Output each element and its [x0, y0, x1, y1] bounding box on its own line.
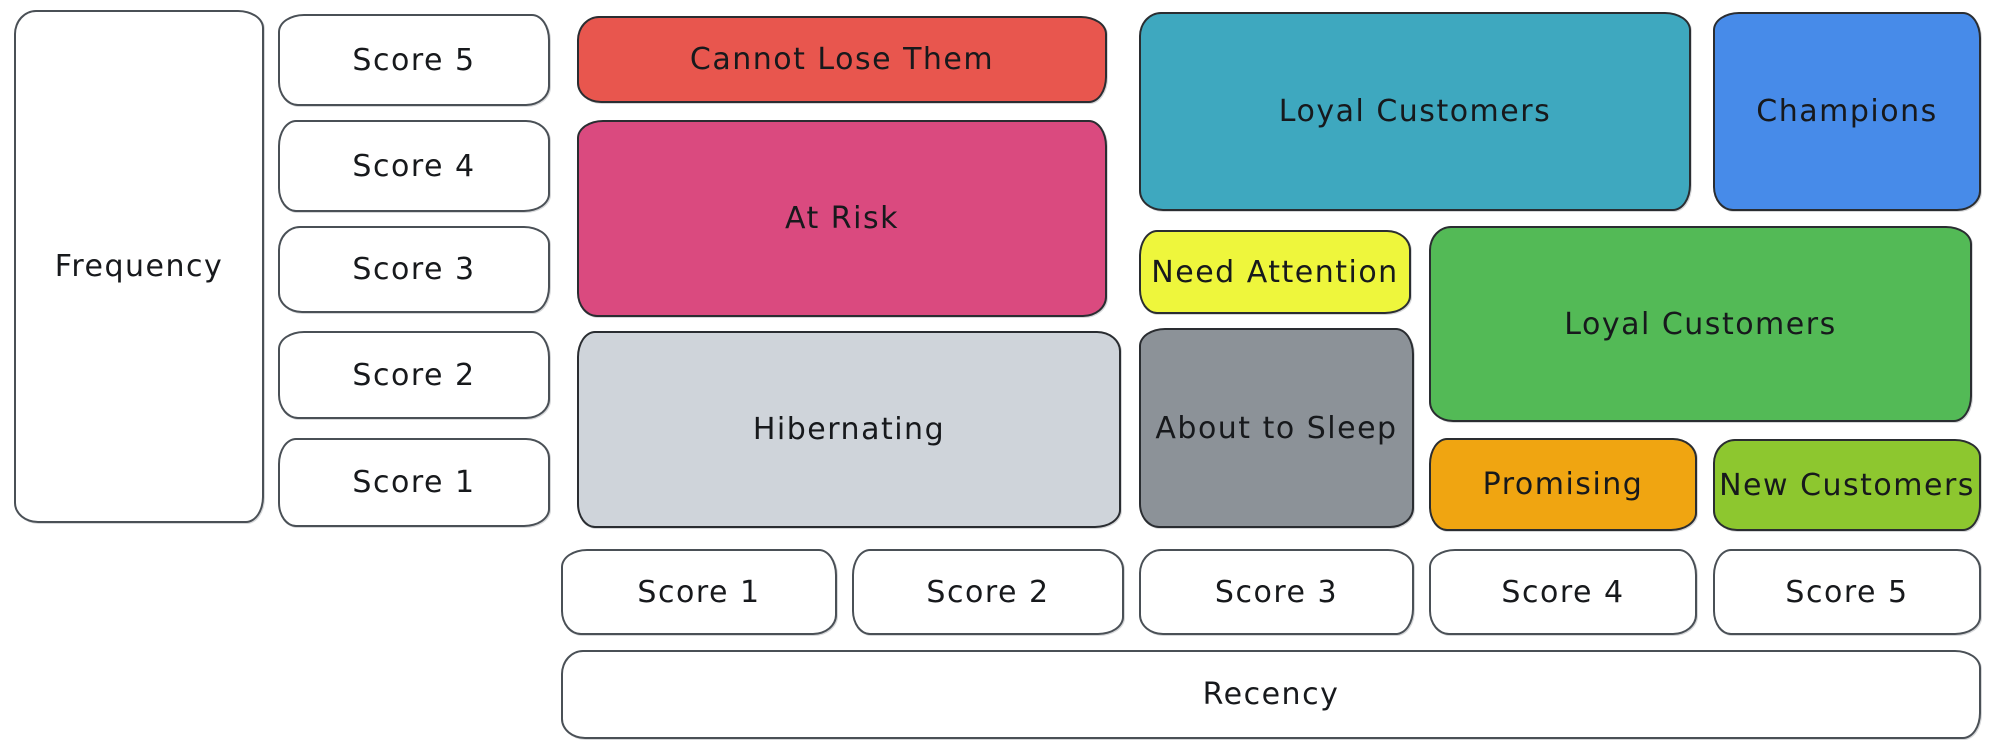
recency-score-3-box-label: Score 3: [1214, 574, 1339, 610]
segment-promising-label: Promising: [1482, 467, 1644, 502]
segment-need-attention-label: Need Attention: [1151, 254, 1399, 290]
recency-score-5-box: Score 5: [1713, 549, 1981, 635]
segment-promising: Promising: [1429, 438, 1697, 531]
recency-score-1-box: Score 1: [561, 549, 837, 635]
frequency-score-2-box: Score 2: [278, 331, 550, 419]
recency-score-2-box: Score 2: [852, 549, 1124, 635]
segment-champions-label: Champions: [1756, 94, 1938, 129]
segment-hibernating: Hibernating: [577, 331, 1121, 528]
frequency-score-5-box-label: Score 5: [352, 42, 476, 78]
frequency-score-1-box-label: Score 1: [352, 465, 476, 500]
recency-axis-box: Recency: [561, 650, 1981, 739]
segment-at-risk: At Risk: [577, 120, 1107, 317]
segment-loyal-customers-lower-label: Loyal Customers: [1564, 306, 1837, 342]
segment-loyal-customers-lower: Loyal Customers: [1429, 226, 1972, 422]
segment-hibernating-label: Hibernating: [752, 412, 946, 447]
frequency-score-1-box: Score 1: [278, 438, 550, 527]
frequency-score-2-box-label: Score 2: [352, 357, 476, 393]
recency-score-4-box: Score 4: [1429, 549, 1697, 635]
frequency-axis-box-label: Frequency: [54, 249, 224, 284]
segment-new-customers-label: New Customers: [1719, 467, 1975, 503]
frequency-score-4-box: Score 4: [278, 120, 550, 212]
frequency-score-3-box-label: Score 3: [352, 252, 476, 287]
frequency-score-4-box-label: Score 4: [352, 148, 476, 184]
segment-loyal-customers-upper-label: Loyal Customers: [1278, 94, 1552, 129]
segment-cannot-lose-them-label: Cannot Lose Them: [689, 42, 995, 77]
recency-score-3-box: Score 3: [1139, 549, 1414, 635]
segment-about-to-sleep: About to Sleep: [1139, 328, 1414, 528]
frequency-score-3-box: Score 3: [278, 226, 550, 313]
recency-score-1-box-label: Score 1: [637, 574, 761, 610]
recency-score-4-box-label: Score 4: [1501, 574, 1625, 610]
segment-need-attention: Need Attention: [1139, 230, 1411, 314]
segment-cannot-lose-them: Cannot Lose Them: [577, 16, 1107, 103]
recency-score-2-box-label: Score 2: [926, 574, 1050, 610]
frequency-axis-box: Frequency: [14, 10, 264, 523]
recency-score-5-box-label: Score 5: [1785, 574, 1909, 610]
segment-champions: Champions: [1713, 12, 1981, 211]
segment-at-risk-label: At Risk: [785, 201, 899, 236]
frequency-score-5-box: Score 5: [278, 14, 550, 106]
segment-about-to-sleep-label: About to Sleep: [1155, 410, 1398, 446]
segment-new-customers: New Customers: [1713, 439, 1981, 531]
recency-axis-box-label: Recency: [1202, 677, 1340, 712]
segment-loyal-customers-upper: Loyal Customers: [1139, 12, 1691, 211]
